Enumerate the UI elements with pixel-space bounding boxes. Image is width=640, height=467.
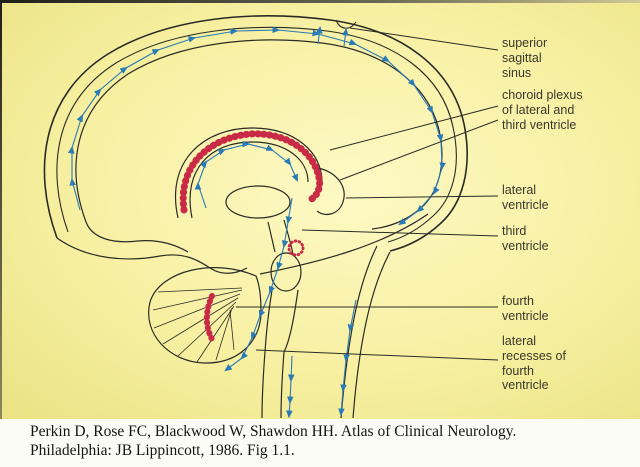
choroid-plexus	[179, 130, 324, 344]
label-lateral-ventricle: lateral ventricle	[502, 183, 549, 212]
spinal-cord-anterior-line	[261, 289, 273, 419]
third-fourth-ventricle-flow	[224, 197, 293, 372]
arachnoid-granulation-arrow-1	[316, 25, 323, 45]
leader-choroid-plexus-lower	[339, 119, 499, 181]
label-fourth-ventricle: fourth ventricle	[502, 294, 549, 323]
leader-choroid-plexus-upper	[329, 105, 499, 151]
scan-edge-top	[0, 0, 640, 3]
pons-outline	[270, 252, 302, 292]
label-third-ventricle: third ventricle	[502, 224, 549, 253]
leader-third-ventricle	[301, 229, 499, 237]
csf-flow-arrows	[67, 25, 447, 419]
subarachnoid-flow-loop	[67, 26, 447, 226]
brain-diagram-area: superior sagittal sinus choroid plexus o…	[0, 0, 640, 420]
leader-lines	[236, 27, 499, 361]
posterior-neck-line-inner	[340, 245, 378, 419]
caption-line-1: Perkin D, Rose FC, Blackwood W, Shawdon …	[30, 423, 517, 440]
arachnoid-granulation-arrow-2	[342, 27, 349, 47]
thalamus-outline	[225, 185, 291, 219]
label-superior-sagittal-sinus: superior sagittal sinus	[502, 36, 548, 80]
spinal-cord-posterior-line	[280, 289, 299, 419]
leader-superior-sagittal-sinus	[349, 27, 499, 51]
central-canal-flow	[286, 355, 295, 419]
caption-line-2: Philadelphia: JB Lippincott, 1986. Fig 1…	[30, 442, 295, 460]
brain-outline	[56, 39, 443, 419]
citation-caption: Perkin D, Rose FC, Blackwood W, Shawdon …	[0, 419, 640, 467]
leader-lateral-recesses	[255, 349, 499, 361]
cerebellum-folia-lines	[152, 287, 243, 363]
choroid-plexus-fourth	[203, 293, 216, 344]
lateral-ventricle-flow	[194, 140, 298, 209]
scan-edge-left	[0, 0, 2, 420]
posterior-spinal-flow	[338, 299, 357, 417]
label-choroid-plexus: choroid plexus of lateral and third vent…	[502, 88, 583, 132]
posterior-neck-line-outer	[352, 251, 391, 419]
frontal-base-line	[85, 221, 189, 253]
label-lateral-recesses: lateral recesses of fourth ventricle	[502, 334, 566, 393]
leader-lateral-ventricle	[345, 195, 499, 199]
csf-circulation-diagram	[43, 15, 499, 419]
